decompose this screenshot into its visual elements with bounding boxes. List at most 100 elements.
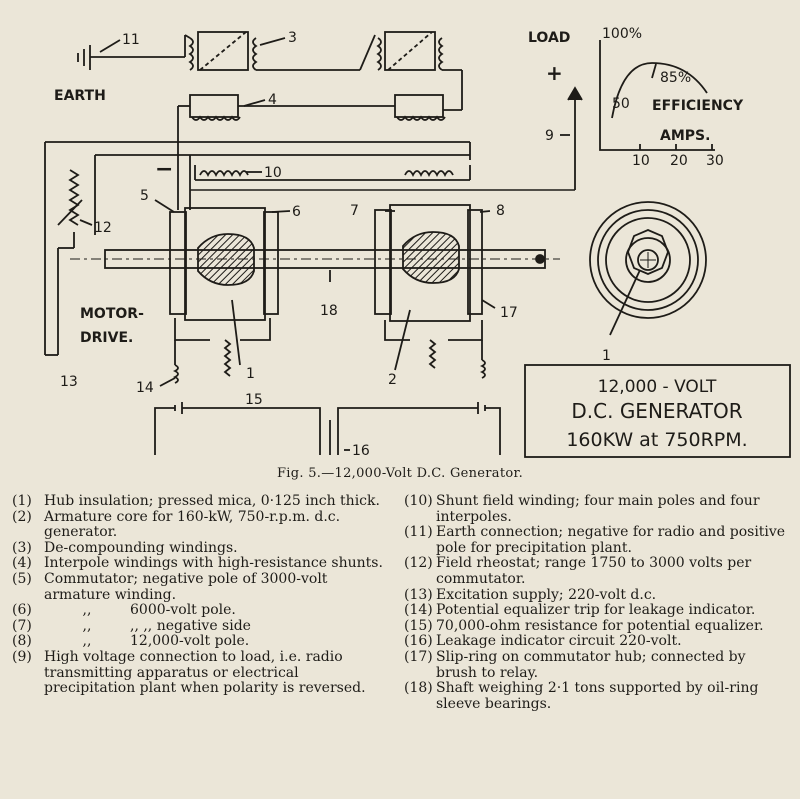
legend-item-number: (4) [12, 555, 32, 572]
generator-diagram: EARTH 11 3 4 10 − 5 6 7 8 12 MOTOR- DRIV… [44, 26, 791, 459]
legend-item-number: (14) [404, 602, 433, 619]
legend-item-number: (11) [404, 524, 433, 541]
legend-item-text: 12,000-volt pole. [130, 633, 250, 650]
label-18: 18 [320, 303, 338, 319]
legend-left-column: (1) Hub insulation; pressed mica, 0·125 i… [12, 493, 394, 697]
name-plate [524, 364, 791, 458]
legend-item-number: (1) [12, 493, 32, 509]
legend-item-text: Field rheostat; range 1750 to 3000 volts… [436, 555, 752, 587]
legend-item-number: (2) [12, 508, 32, 525]
legend-item-text: Interpole windings with high-resistance … [44, 555, 383, 572]
legend-item: (5)Commutator; negative pole of 3000-vol… [12, 570, 394, 603]
legend-item-number: (6) [12, 602, 32, 619]
legend-item-text: Hub insulation; pressed mica, 0·125 inch… [44, 493, 380, 509]
label-2: 2 [388, 372, 397, 388]
legend-item-number: (12) [404, 555, 433, 572]
legend-item-text: Excitation supply; 220-volt d.c. [436, 586, 657, 603]
legend-right-column: (10)Shunt field winding; four main poles… [404, 493, 790, 712]
label-8: 8 [496, 203, 505, 219]
legend-item-ditto: ,, [82, 617, 92, 634]
legend-item-text: Shunt field winding; four main poles and… [436, 493, 760, 525]
armature-end-view [589, 201, 707, 319]
legend-item: (11)Earth connection; negative for radio… [404, 524, 790, 556]
label-15: 15 [245, 392, 263, 408]
graph-label-amps: AMPS. [660, 128, 710, 144]
label-11: 11 [122, 32, 140, 48]
label-17: 17 [500, 305, 518, 321]
legend-item: (15)70,000-ohm resistance for potential … [404, 617, 790, 635]
legend-item-number: (9) [12, 648, 32, 665]
label-16: 16 [352, 443, 370, 459]
legend-item-text: ,, ,, negative side [130, 617, 251, 634]
label-drive: DRIVE. [80, 330, 133, 346]
legend-item-number: (13) [404, 586, 433, 603]
shunt-field-winding [194, 165, 471, 181]
legend-item: (7),, ,, ,, negative side [12, 617, 394, 635]
legend-item-text: 6000-volt pole. [130, 602, 236, 619]
legend-item: (16)Leakage indicator circuit 220-volt. [404, 634, 790, 650]
plate-line-3: 160KW at 750RPM. [566, 429, 747, 451]
graph-tick-10: 10 [632, 153, 650, 169]
label-9: 9 [545, 128, 554, 144]
legend-item: (12)Field rheostat; range 1750 to 3000 v… [404, 556, 790, 587]
legend-item: (13)Excitation supply; 220-volt d.c. [404, 586, 790, 604]
graph-label-50: 50 [612, 96, 630, 112]
leakage-indicator-circuit [154, 402, 501, 455]
legend-item: (14)Potential equalizer trip for leakage… [404, 603, 790, 619]
label-load: LOAD [528, 30, 570, 46]
legend-item: (1) Hub insulation; pressed mica, 0·125 i… [12, 493, 394, 510]
label-1-end-view: 1 [602, 348, 611, 364]
legend-item: (8),, 12,000-volt pole. [12, 634, 394, 650]
label-motor: MOTOR- [80, 306, 144, 322]
legend-item-text: Earth connection; negative for radio and… [436, 524, 786, 556]
legend-item-text: Potential equalizer trip for leakage ind… [436, 602, 756, 619]
label-earth: EARTH [54, 88, 106, 104]
graph-tick-30: 30 [706, 153, 724, 169]
graph-tick-20: 20 [670, 153, 688, 169]
field-rheostat [57, 169, 83, 355]
shaft [70, 249, 560, 269]
legend-item-text: 70,000-ohm resistance for potential equa… [436, 617, 764, 634]
legend-item-number: (17) [404, 648, 433, 665]
legend-item-text: Commutator; negative pole of 3000-volt a… [44, 570, 328, 603]
legend-item-number: (15) [404, 617, 433, 634]
legend-item-text: High voltage connection to load, i.e. ra… [44, 648, 366, 697]
legend-item-number: (3) [12, 539, 32, 556]
plate-line-1: 12,000 - VOLT [598, 377, 717, 397]
label-3: 3 [288, 30, 297, 46]
label-plus: + [546, 61, 563, 85]
label-7: 7 [350, 203, 359, 219]
label-minus: − [155, 157, 173, 182]
label-1: 1 [246, 366, 255, 382]
generator-unit-1 [169, 207, 279, 321]
legend-item: (18)Shaft weighing 2·1 tons supported by… [404, 680, 790, 712]
legend-item: (3) De-compounding windings. [12, 539, 394, 557]
label-14: 14 [136, 380, 154, 396]
plate-line-2: D.C. GENERATOR [571, 399, 742, 423]
graph-label-efficiency: EFFICIENCY [652, 98, 744, 114]
legend-item-number: (18) [404, 680, 433, 697]
legend-item: (9) High voltage connection to load, i.e.… [12, 648, 394, 697]
legend-item: (17)Slip-ring on commutator hub; connect… [404, 648, 790, 681]
interpole-windings [177, 94, 462, 210]
legend-item-text: De-compounding windings. [44, 539, 238, 556]
legend-item-text: Leakage indicator circuit 220-volt. [436, 633, 682, 650]
label-10: 10 [264, 165, 282, 181]
graph-label-85: 85% [660, 70, 691, 86]
legend-item-number: (10) [404, 493, 433, 509]
generator-unit-2 [374, 204, 483, 322]
efficiency-graph [599, 40, 715, 151]
label-5: 5 [140, 188, 149, 204]
label-13: 13 [60, 374, 78, 390]
legend-item-text: Shaft weighing 2·1 tons supported by oil… [436, 680, 759, 712]
legend-item: (10)Shunt field winding; four main poles… [404, 493, 790, 525]
graph-label-100: 100% [602, 26, 642, 42]
legend-item-number: (7) [12, 617, 32, 634]
legend-item-text: Armature core for 160-kW, 750-r.p.m. d.c… [44, 508, 341, 541]
legend-item-number: (8) [12, 633, 32, 650]
legend-item-ditto: ,, [82, 633, 92, 650]
earth-symbol [77, 35, 186, 70]
label-12: 12 [94, 220, 112, 236]
decompounding-windings [184, 31, 463, 110]
legend-item: (4) Interpole windings with high-resistan… [12, 556, 394, 572]
